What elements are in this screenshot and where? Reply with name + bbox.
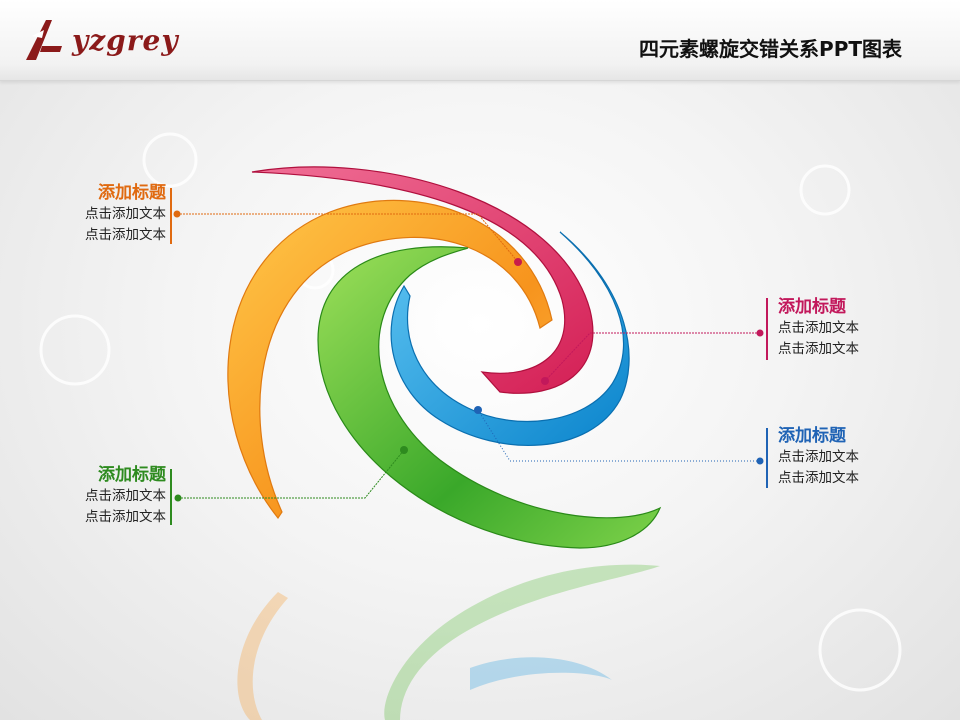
pink-connector	[544, 332, 760, 382]
logo-text: yzgrey	[72, 24, 179, 57]
label-group-blue: 添加标题 点击添加文本 点击添加文本	[778, 425, 859, 489]
label-text-line: 点击添加文本	[778, 341, 859, 357]
label-text-line: 点击添加文本	[778, 449, 859, 465]
label-accent-bar	[766, 298, 768, 360]
brand-logo: yzgrey	[22, 16, 192, 68]
label-group-green: 添加标题 点击添加文本 点击添加文本	[64, 464, 166, 528]
green-connector	[178, 449, 405, 499]
label-accent-bar	[766, 428, 768, 488]
label-accent-bar	[170, 469, 172, 525]
logo-mark-icon	[26, 20, 62, 60]
label-group-orange: 添加标题 点击添加文本 点击添加文本	[64, 182, 166, 246]
label-title: 添加标题	[778, 297, 846, 317]
label-group-pink: 添加标题 点击添加文本 点击添加文本	[778, 296, 859, 360]
connector-lines	[177, 213, 760, 499]
orange-connector	[177, 213, 519, 263]
header-bar: yzgrey 四元素螺旋交错关系PPT图表	[0, 0, 960, 81]
label-text-line: 点击添加文本	[778, 470, 859, 486]
label-text-line: 点击添加文本	[778, 320, 859, 336]
label-text-line: 点击添加文本	[85, 488, 166, 504]
label-text-line: 点击添加文本	[85, 509, 166, 525]
label-text-line: 点击添加文本	[85, 206, 166, 222]
page-title: 四元素螺旋交错关系PPT图表	[639, 37, 902, 61]
label-text-line: 点击添加文本	[85, 227, 166, 243]
label-title: 添加标题	[778, 426, 846, 446]
green-spiral-arm	[317, 246, 662, 549]
orange-spiral-arm	[227, 199, 553, 520]
connector-dots	[173, 210, 764, 502]
pink-spiral-arm	[251, 166, 594, 394]
blue-connector	[477, 409, 760, 462]
label-accent-bar	[170, 188, 172, 244]
label-title: 添加标题	[98, 465, 166, 485]
blue-spiral-arm	[390, 231, 630, 446]
label-title: 添加标题	[98, 183, 166, 203]
spiral-reflection	[237, 564, 660, 720]
